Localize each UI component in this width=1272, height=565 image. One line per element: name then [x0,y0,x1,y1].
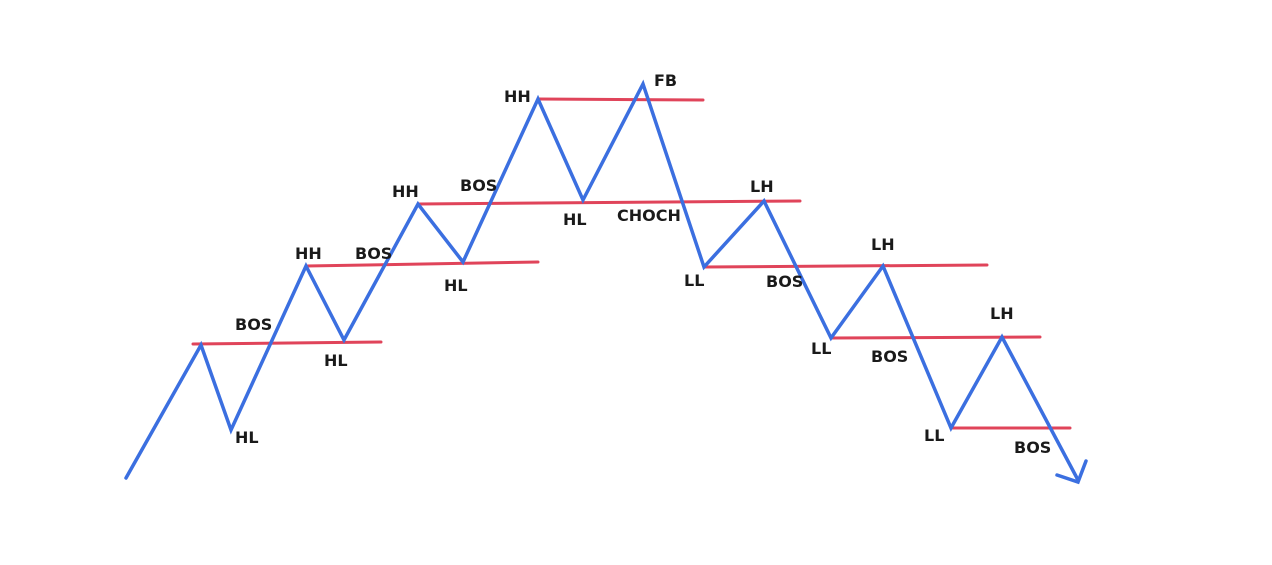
level-line-6 [829,335,1042,340]
label-lh-1: LH [750,177,774,196]
label-hl-3: HL [444,276,468,295]
structure-levels [191,97,1072,430]
price-swing-path [124,79,1080,482]
level-line-5 [702,263,989,269]
level-line-3 [416,199,802,206]
label-lh-2: LH [871,235,895,254]
label-bos-5: BOS [871,347,908,366]
swing-labels: HL BOS HH HL BOS HH HL BOS HH HL FB CHOC… [235,71,1051,457]
level-line-4 [536,97,705,102]
label-bos-3: BOS [460,176,497,195]
label-hl-4: HL [563,210,587,229]
label-hl-1: HL [235,428,259,447]
label-fb: FB [654,71,677,90]
downtrend-arrow-head-icon [1055,459,1088,485]
label-hh-2: HH [392,182,419,201]
label-hh-1: HH [295,244,322,263]
label-hl-2: HL [324,351,348,370]
label-ll-2: LL [811,339,831,358]
label-bos-4: BOS [766,272,803,291]
label-hh-3: HH [504,87,531,106]
level-line-1 [191,340,383,346]
label-lh-3: LH [990,304,1014,323]
level-line-2 [304,260,540,268]
label-ll-1: LL [684,271,704,290]
label-bos-2: BOS [355,244,392,263]
label-bos-6: BOS [1014,438,1051,457]
label-choch: CHOCH [617,206,681,225]
label-ll-3: LL [924,426,944,445]
label-bos-1: BOS [235,315,272,334]
